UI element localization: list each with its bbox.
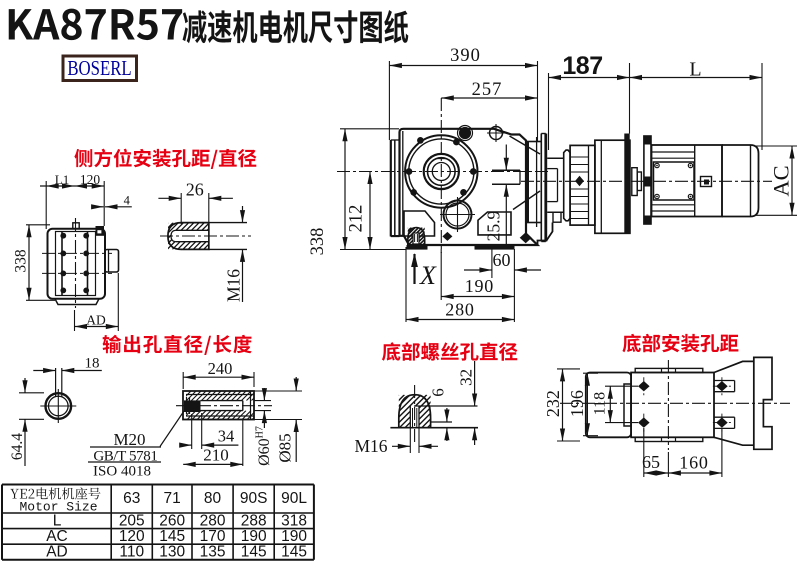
svg-text:Ø85: Ø85 xyxy=(276,433,295,462)
svg-text:AD: AD xyxy=(86,313,106,328)
svg-text:90S: 90S xyxy=(240,490,268,507)
svg-text:118: 118 xyxy=(592,392,609,415)
svg-text:64.4: 64.4 xyxy=(9,433,26,460)
svg-text:18: 18 xyxy=(85,356,100,372)
svg-text:120: 120 xyxy=(80,172,101,187)
svg-text:ISO 4018: ISO 4018 xyxy=(93,464,151,480)
svg-text:280: 280 xyxy=(445,300,474,320)
svg-text:145: 145 xyxy=(281,544,307,561)
svg-text:196: 196 xyxy=(567,390,587,417)
svg-text:M16: M16 xyxy=(354,436,387,456)
svg-text:80: 80 xyxy=(204,490,222,507)
svg-text:145: 145 xyxy=(159,528,185,545)
svg-text:25.9: 25.9 xyxy=(484,210,504,241)
svg-text:318: 318 xyxy=(281,512,307,529)
svg-text:65: 65 xyxy=(642,452,660,472)
svg-text:X: X xyxy=(419,261,437,290)
svg-text:63: 63 xyxy=(123,490,140,507)
svg-text:190: 190 xyxy=(241,528,267,545)
svg-text:212: 212 xyxy=(347,205,367,233)
svg-text:120: 120 xyxy=(119,528,145,545)
svg-text:26: 26 xyxy=(186,180,204,200)
svg-text:M20: M20 xyxy=(113,430,145,449)
svg-text:390: 390 xyxy=(450,46,481,66)
svg-text:34: 34 xyxy=(218,427,235,446)
svg-text:BOSERL: BOSERL xyxy=(67,57,131,80)
svg-text:338: 338 xyxy=(13,249,30,273)
svg-text:60: 60 xyxy=(493,250,511,270)
svg-text:205: 205 xyxy=(119,512,145,529)
svg-text:257: 257 xyxy=(472,80,503,100)
svg-text:AD: AD xyxy=(46,544,68,561)
svg-text:190: 190 xyxy=(465,276,494,296)
svg-text:232: 232 xyxy=(543,390,563,417)
svg-text:L1: L1 xyxy=(55,172,69,187)
svg-text:288: 288 xyxy=(241,512,267,529)
svg-text:210: 210 xyxy=(203,446,229,465)
svg-text:GB/T 5781: GB/T 5781 xyxy=(93,449,157,465)
svg-text:L: L xyxy=(689,59,701,81)
svg-text:Motor Size: Motor Size xyxy=(19,500,97,515)
svg-text:170: 170 xyxy=(200,528,226,545)
svg-text:280: 280 xyxy=(200,512,226,529)
svg-text:110: 110 xyxy=(119,544,144,561)
svg-text:240: 240 xyxy=(208,359,233,378)
svg-text:AC: AC xyxy=(769,165,794,196)
svg-text:4: 4 xyxy=(124,194,131,208)
svg-text:AC: AC xyxy=(46,528,68,545)
svg-text:130: 130 xyxy=(159,544,185,561)
svg-text:190: 190 xyxy=(281,528,307,545)
svg-text:6: 6 xyxy=(428,388,447,397)
svg-text:160: 160 xyxy=(679,453,708,473)
svg-text:71: 71 xyxy=(164,490,181,507)
svg-text:187: 187 xyxy=(562,52,602,80)
svg-text:145: 145 xyxy=(241,544,267,561)
svg-text:32: 32 xyxy=(456,369,475,386)
svg-text:135: 135 xyxy=(200,544,226,561)
svg-text:260: 260 xyxy=(159,512,185,529)
svg-text:L: L xyxy=(53,512,62,529)
svg-text:M16: M16 xyxy=(223,269,243,302)
svg-text:90L: 90L xyxy=(281,490,307,507)
svg-text:338: 338 xyxy=(308,228,328,256)
